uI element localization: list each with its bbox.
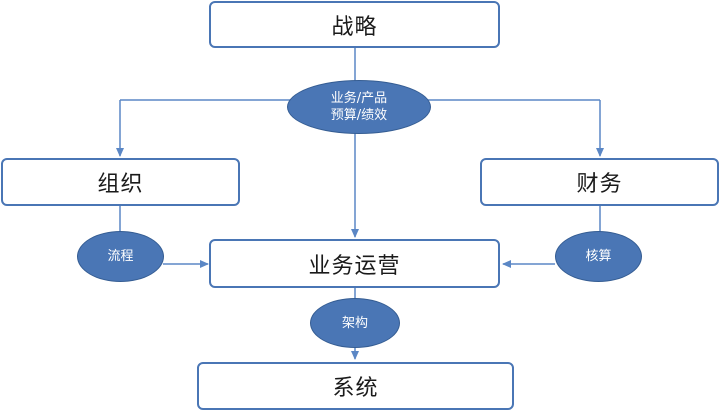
strategy-detail-ellipse: 业务/产品 预算/绩效 [287, 80, 431, 134]
accounting-ellipse: 核算 [555, 231, 642, 282]
accounting-label: 核算 [585, 249, 612, 264]
strategy-detail-line-1: 业务/产品 [330, 91, 388, 106]
system-box: 系统 [197, 362, 514, 410]
process-label: 流程 [107, 249, 134, 264]
finance-label: 财务 [576, 172, 623, 197]
system-label: 系统 [332, 376, 379, 401]
strategy-label: 战略 [331, 14, 378, 40]
process-ellipse: 流程 [77, 231, 164, 282]
operations-label: 业务运营 [308, 253, 401, 279]
finance-box: 财务 [480, 158, 719, 206]
strategy-detail-line-2: 预算/绩效 [330, 108, 388, 123]
organization-label: 组织 [97, 172, 144, 197]
strategy-box: 战略 [209, 1, 500, 48]
architecture-ellipse: 架构 [310, 298, 400, 348]
operations-box: 业务运营 [209, 239, 500, 288]
organization-box: 组织 [1, 158, 240, 206]
architecture-label: 架构 [341, 315, 368, 331]
